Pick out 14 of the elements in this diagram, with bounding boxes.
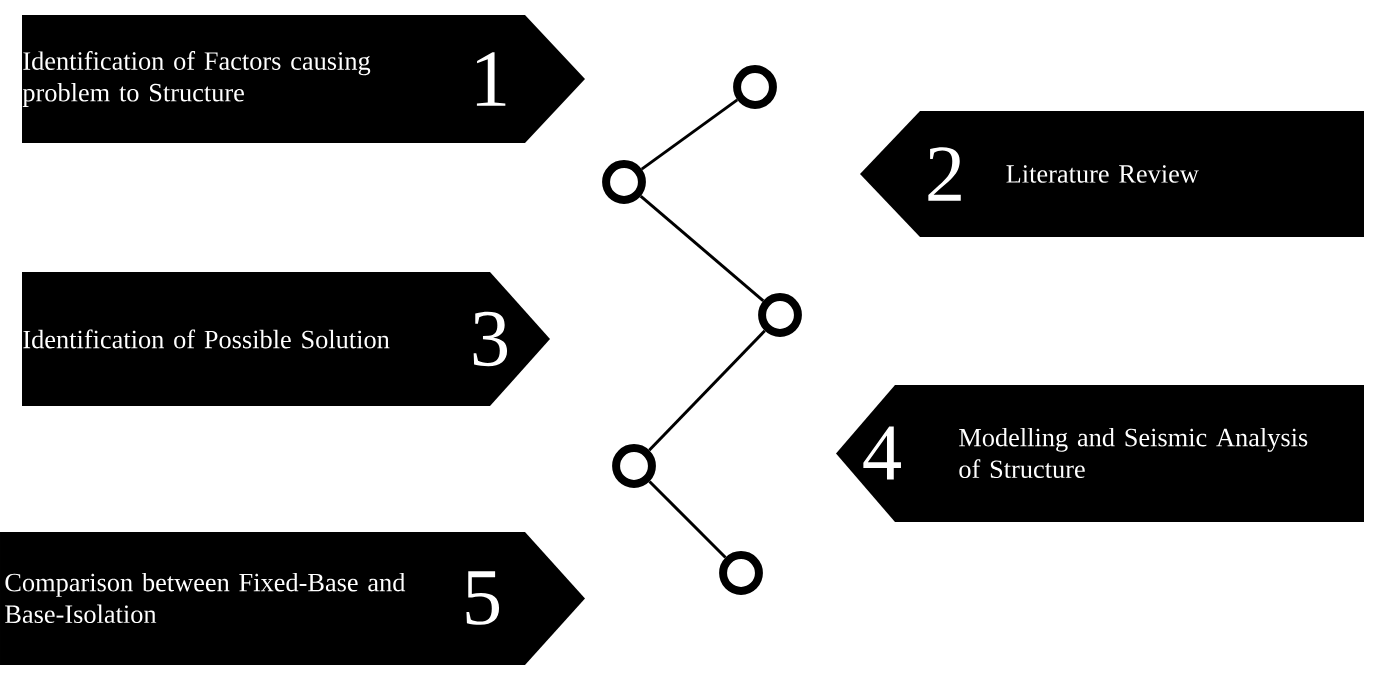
arrow-box: Identification of Factors causing problem to Structure 1 — [22, 15, 585, 143]
connector-line — [648, 329, 766, 452]
ring-marker — [602, 160, 646, 204]
connector-line — [639, 195, 765, 302]
ring-marker — [733, 65, 777, 109]
ring-marker — [719, 551, 763, 595]
ring-marker — [758, 293, 802, 337]
arrow-box: Identification of Possible Solution 3 — [22, 272, 550, 406]
ring-marker — [612, 444, 656, 488]
arrow-box: Comparison between Fixed-Base and Base-Isolation 5 — [0, 532, 585, 665]
arrow-box: 2 Literature Review — [860, 111, 1364, 237]
connector-line — [648, 480, 727, 559]
arrow-box: 4 Modelling and Seismic Analysis of Structure — [836, 385, 1364, 522]
connector-line — [640, 98, 739, 171]
